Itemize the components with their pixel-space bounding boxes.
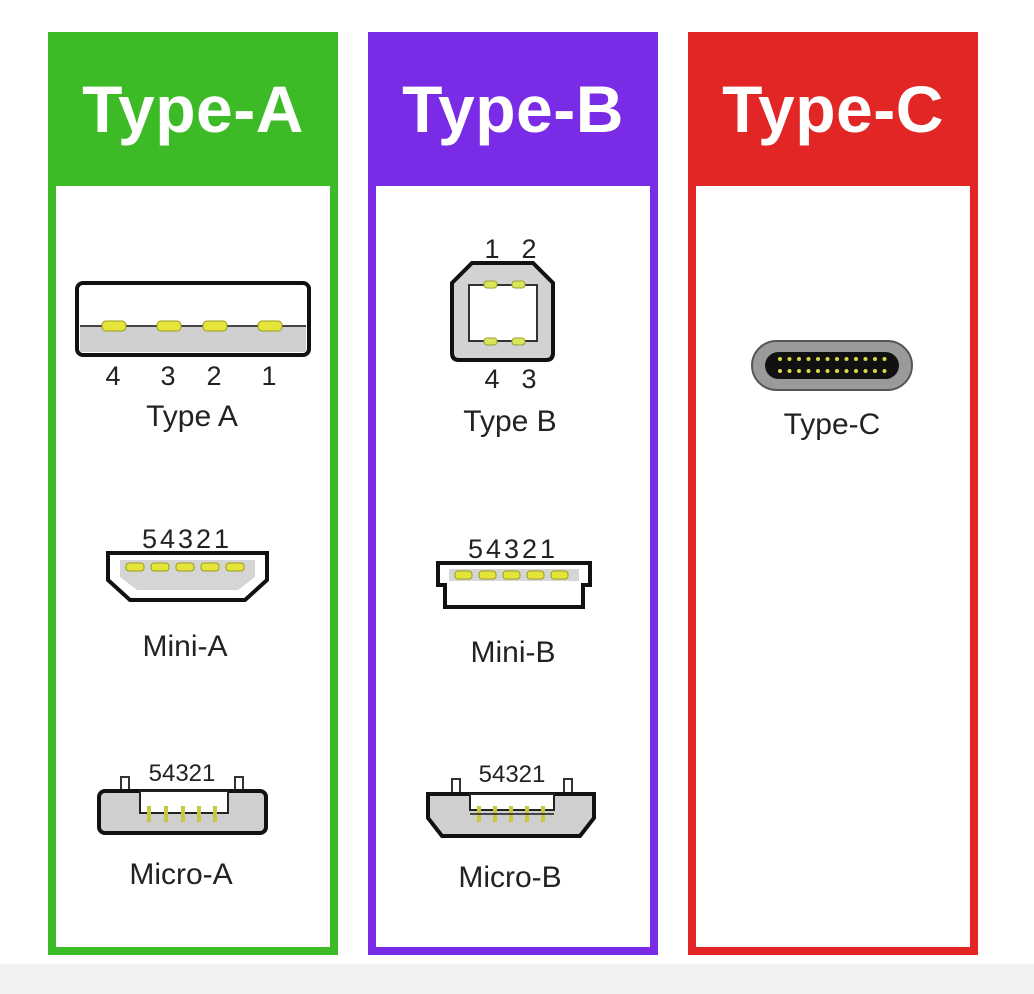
pin-label: 4 [105, 361, 120, 391]
micro-a-pins: 54321 [149, 760, 216, 787]
micro-b-pins: 54321 [479, 761, 546, 788]
type-c-pin [787, 357, 792, 361]
micro-a-label: Micro-A [129, 858, 232, 891]
type-c-pin [854, 369, 858, 373]
type-b-connector-icon [450, 261, 555, 362]
bottom-strip [0, 964, 1034, 994]
panel-type-a: Type-A [48, 32, 338, 955]
panel-title-type-b: Type-B [368, 32, 658, 186]
type-c-pin [882, 357, 887, 361]
type-c-pin [797, 357, 801, 361]
pin-label: 4 [484, 364, 499, 394]
type-c-pin [863, 357, 868, 361]
pin-label: 2 [521, 234, 536, 264]
pin-label: 3 [160, 361, 175, 391]
type-c-pin [844, 369, 849, 373]
type-c-pin [778, 369, 782, 373]
type-c-pin [854, 357, 858, 361]
type-c-pin [806, 369, 811, 373]
type-c-pin [863, 369, 868, 373]
mini-b-pins: 54321 [468, 534, 558, 564]
type-c-pin [873, 357, 877, 361]
mini-a-pins: 54321 [142, 524, 232, 554]
panel-title-type-c: Type-C [688, 32, 978, 186]
type-a-label: Type A [146, 400, 238, 433]
micro-b-connector-icon [426, 778, 596, 838]
type-c-pin [835, 357, 839, 361]
type-c-pin [787, 369, 792, 373]
pin-label: 1 [261, 361, 276, 391]
micro-a-connector-icon [97, 776, 268, 835]
pin-label: 2 [206, 361, 221, 391]
type-c-pin [835, 369, 839, 373]
type-c-pin [825, 357, 830, 361]
pin-label: 3 [521, 364, 536, 394]
micro-b-label: Micro-B [458, 861, 561, 894]
panel-type-c: Type-C [688, 32, 978, 955]
type-a-connector-icon [75, 281, 311, 357]
panel-type-b: Type-B [368, 32, 658, 955]
panel-title-type-a: Type-A [48, 32, 338, 186]
type-c-pin [797, 369, 801, 373]
type-c-pin [816, 369, 820, 373]
type-c-pin [778, 357, 782, 361]
pin-label: 1 [484, 234, 499, 264]
mini-a-connector-icon [106, 551, 269, 602]
mini-b-connector-icon [436, 561, 592, 609]
type-c-pin [816, 357, 820, 361]
type-c-pin [882, 369, 887, 373]
type-c-pin [825, 369, 830, 373]
type-c-connector-icon [751, 340, 913, 391]
type-b-label: Type B [463, 405, 556, 438]
type-c-pin [806, 357, 811, 361]
type-c-pin [844, 357, 849, 361]
type-c-pin [873, 369, 877, 373]
mini-b-label: Mini-B [470, 636, 555, 669]
mini-a-label: Mini-A [142, 630, 227, 663]
type-c-label: Type-C [784, 408, 881, 441]
